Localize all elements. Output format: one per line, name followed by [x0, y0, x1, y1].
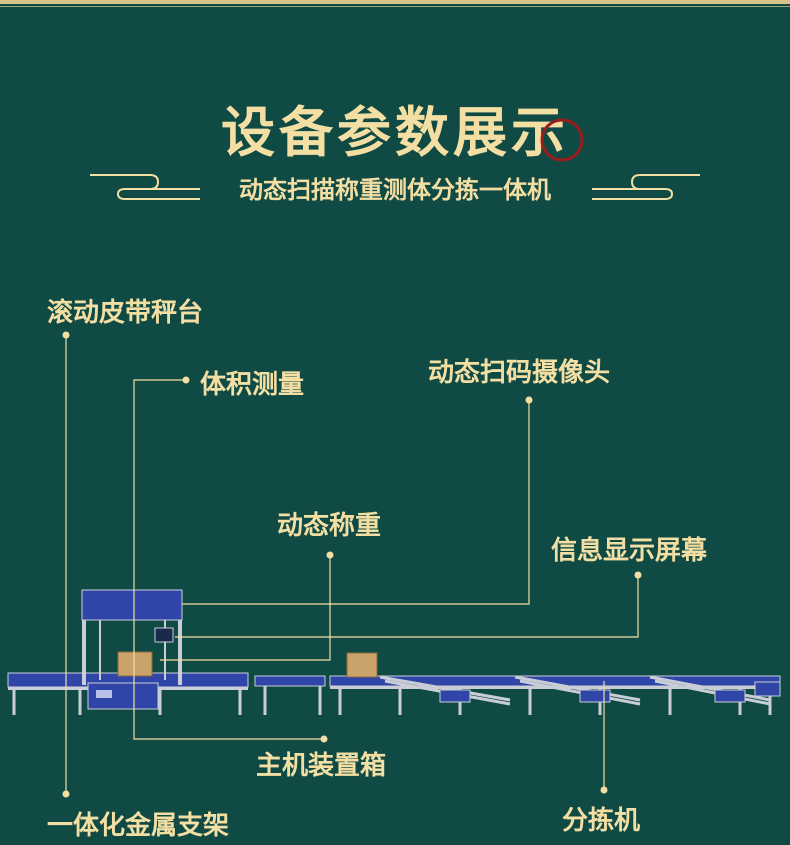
label-metal-frame: 一体化金属支架: [47, 811, 230, 841]
label-main-control-box: 主机装置箱: [256, 751, 387, 781]
label-dynamic-scanner: 动态扫码摄像头: [428, 358, 611, 388]
label-dynamic-weighing: 动态称重: [277, 511, 382, 541]
label-info-screen: 信息显示屏幕: [551, 536, 708, 566]
seal-mark: [540, 118, 584, 162]
right-cloud-ornament: [592, 174, 700, 200]
callout-dots: [62, 331, 642, 798]
page-title: 设备参数展示: [221, 100, 569, 164]
label-volume-measure: 体积测量: [200, 370, 305, 400]
left-cloud-ornament: [90, 174, 200, 200]
page-subtitle: 动态扫描称重测体分拣一体机: [239, 175, 551, 204]
top-border: [0, 0, 790, 4]
label-sorter: 分拣机: [562, 806, 641, 836]
carton-box: [117, 651, 153, 677]
label-roller-platform: 滚动皮带秤台: [47, 298, 204, 328]
sorter-side-panels: [439, 681, 781, 703]
measure-frame: [81, 589, 183, 685]
top-border-thin: [0, 6, 790, 7]
callout-lines: [65, 335, 639, 794]
carton-box: [346, 652, 378, 678]
